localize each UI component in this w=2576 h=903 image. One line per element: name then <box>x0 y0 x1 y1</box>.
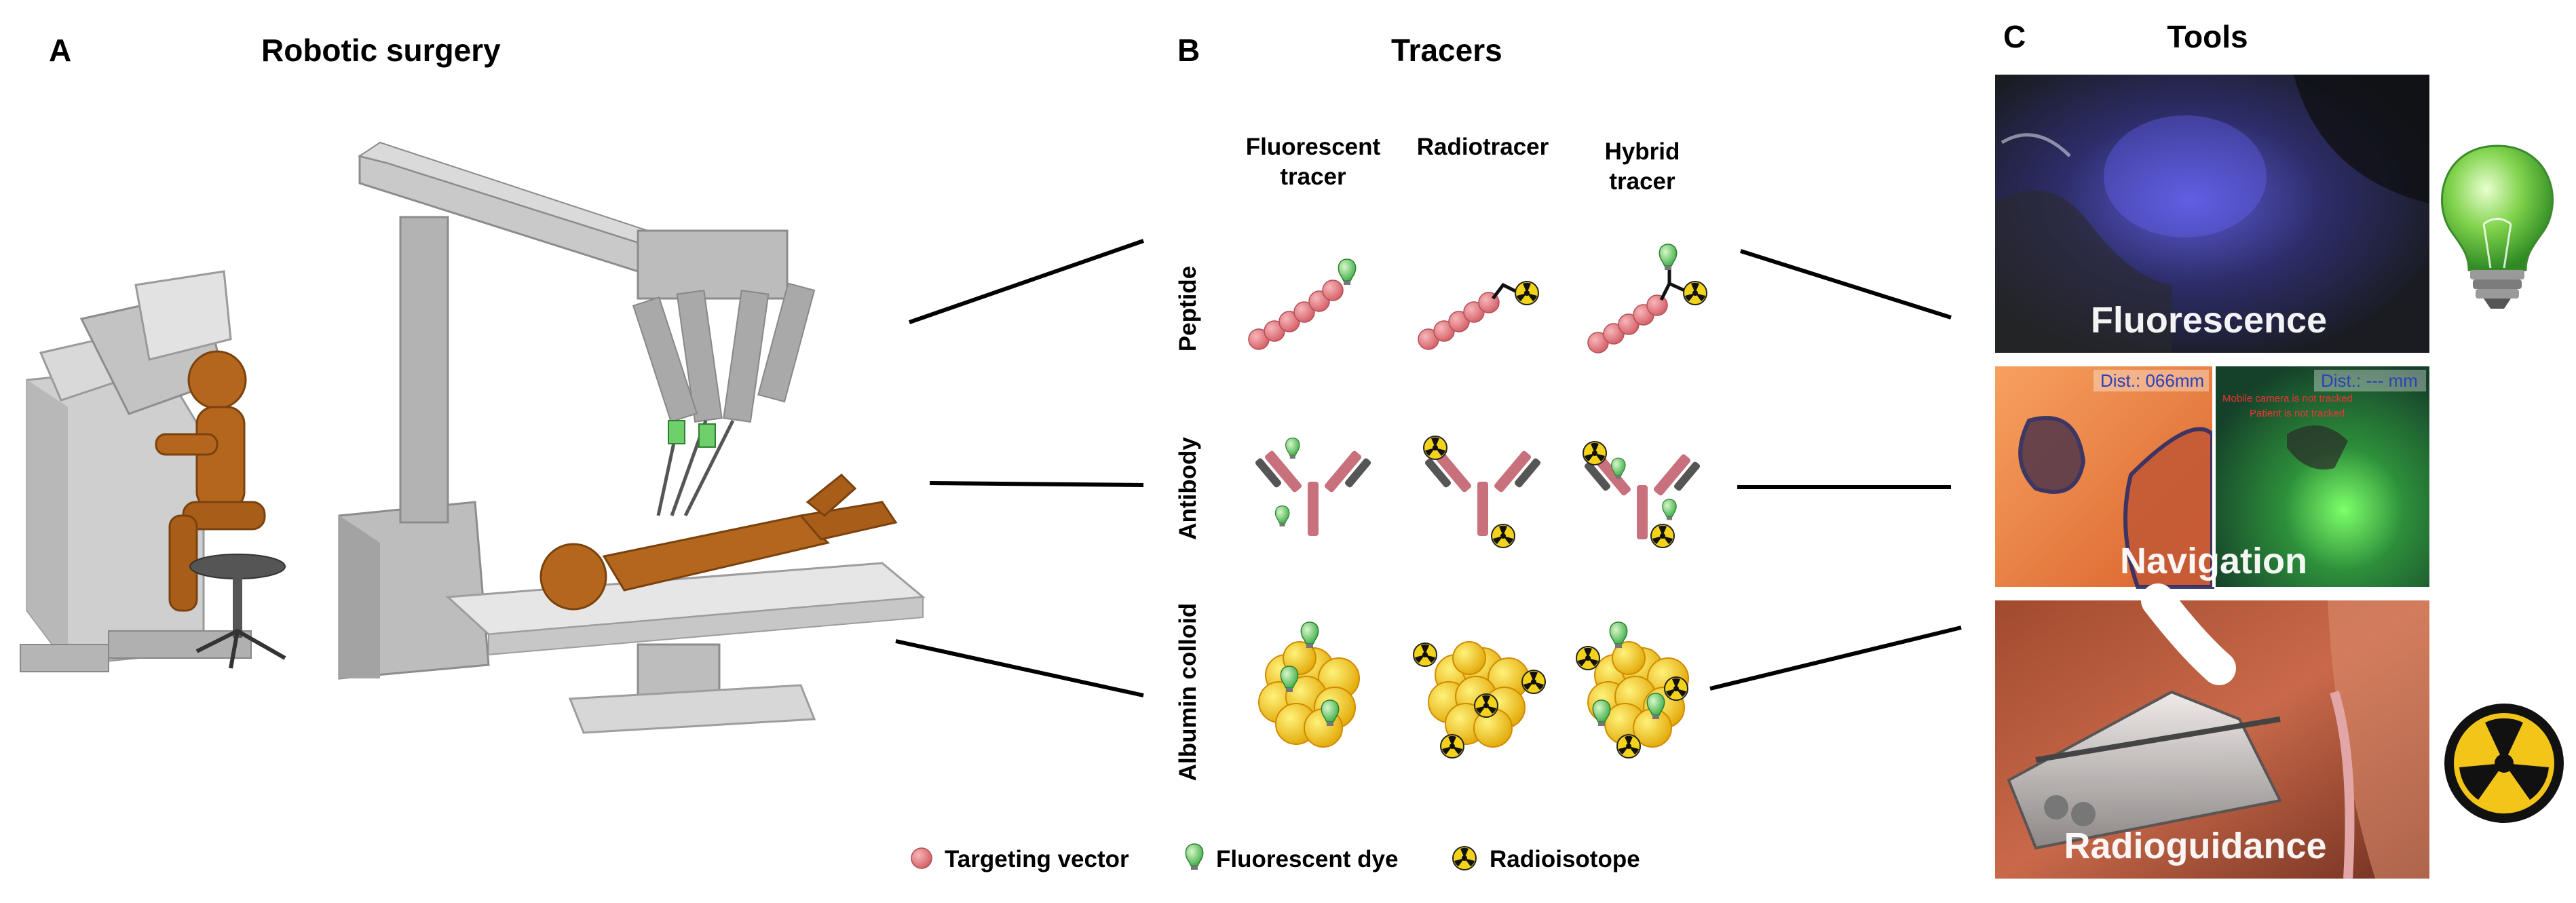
colloid-hybrid-molecule <box>1576 621 1689 758</box>
navigation-hud-right: Dist.: --- mm <box>2321 370 2418 391</box>
radiation-icon <box>2444 704 2564 823</box>
peptide-hybrid-molecule <box>1587 244 1707 353</box>
colloid-radiotracer-molecule <box>1413 641 1546 758</box>
panel-b-title: Tracers <box>1391 33 1502 68</box>
connector-line-peptide <box>909 239 1144 324</box>
connector-line-radioguidance <box>1709 626 1962 691</box>
panel-a: A Robotic surgery <box>20 33 1144 734</box>
connector-line-fluorescence <box>1740 249 1952 320</box>
navigation-warning-patient: Patient is not tracked <box>2250 408 2345 419</box>
antibody-hybrid-molecule <box>1583 441 1701 548</box>
antibody-radiotracer-molecule <box>1423 436 1542 548</box>
fluorescence-caption: Fluorescence <box>2091 300 2327 341</box>
navigation-image: Dist.: 066mm Dist.: --- mm Mobile camera… <box>1995 366 2429 589</box>
antibody-fluorescent-molecule <box>1254 438 1372 536</box>
legend: Targeting vector Fluorescent dye Radiois… <box>911 843 1640 872</box>
radioguidance-image: Radioguidance <box>1995 583 2429 879</box>
colloid-fluorescent-molecule <box>1258 621 1360 748</box>
targeting-vector-icon <box>911 847 932 869</box>
panel-a-title: Robotic surgery <box>261 33 501 68</box>
fluorescent-dye-icon <box>1185 843 1204 870</box>
operating-table-illustration <box>445 562 926 734</box>
radioisotope-icon <box>1452 846 1477 870</box>
patient-mannequin-illustration <box>539 473 898 611</box>
navigation-hud-left: Dist.: 066mm <box>2100 370 2204 391</box>
peptide-radiotracer-molecule <box>1418 281 1539 350</box>
row-header-antibody: Antibody <box>1175 437 1201 540</box>
legend-label-radioisotope: Radioisotope <box>1490 846 1640 872</box>
legend-label-targeting-vector: Targeting vector <box>945 846 1129 872</box>
panel-a-letter: A <box>49 33 71 68</box>
connector-line-antibody <box>929 481 1144 487</box>
peptide-fluorescent-molecule <box>1248 258 1357 350</box>
row-headers: Peptide Antibody Albumin colloid <box>1175 266 1201 781</box>
fluorescence-image: Fluorescence <box>1995 75 2429 353</box>
connector-line-colloid <box>895 639 1144 697</box>
radioguidance-caption: Radioguidance <box>2064 826 2326 866</box>
panel-c: C Tools Fluorescence Dist.: 066mm Dist.:… <box>1995 19 2564 879</box>
navigation-warning-camera: Mobile camera is not tracked <box>2222 393 2353 404</box>
column-header-radiotracer: Radiotracer <box>1417 134 1549 160</box>
row-header-colloid: Albumin colloid <box>1175 603 1201 781</box>
row-header-peptide: Peptide <box>1175 266 1201 351</box>
panel-c-letter: C <box>2003 19 2026 54</box>
surgeon-mannequin-illustration <box>155 350 286 669</box>
robot-patient-cart-illustration <box>338 141 816 680</box>
navigation-caption: Navigation <box>2120 541 2307 581</box>
light-bulb-icon <box>2441 145 2554 309</box>
legend-label-fluorescent-dye: Fluorescent dye <box>1216 846 1398 872</box>
panel-b-letter: B <box>1177 33 1200 68</box>
panel-c-title: Tools <box>2167 19 2248 54</box>
